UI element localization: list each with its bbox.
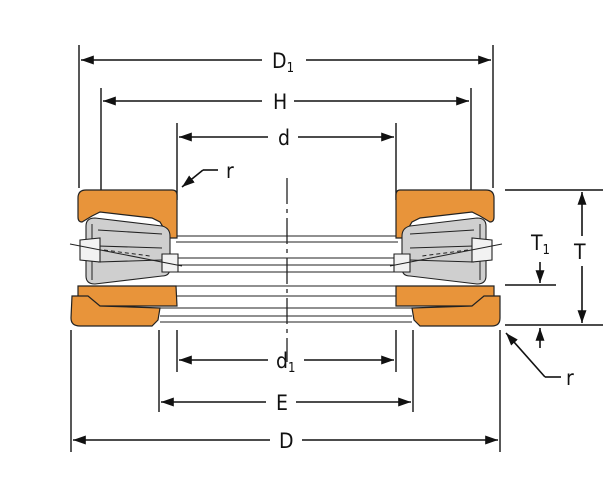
svg-text:d1: d1 (276, 349, 295, 376)
label-D1-sub: 1 (287, 61, 294, 76)
label-E: E (276, 391, 288, 415)
dimension-E: E (161, 391, 411, 415)
dimension-d1: d1 (179, 349, 394, 376)
bearing-section (69, 189, 503, 327)
left-bottom-race-lower (70, 295, 161, 327)
right-roller (389, 217, 503, 285)
label-D1: D (272, 49, 287, 73)
label-T: T (573, 240, 586, 264)
dimension-D: D (73, 429, 498, 453)
label-T1: T (530, 231, 543, 255)
label-T1-sub: 1 (543, 243, 550, 258)
label-D: D (279, 429, 294, 453)
label-d1-sub: 1 (288, 361, 295, 376)
dimension-D1: D1 (81, 49, 491, 76)
left-roller (69, 217, 183, 285)
right-top-race (395, 189, 495, 239)
extension-lines (70, 45, 603, 452)
label-H: H (273, 90, 287, 114)
dimension-T1: T1 (530, 231, 550, 348)
dimension-H: H (103, 90, 469, 114)
svg-text:T1: T1 (530, 231, 550, 258)
svg-text:D1: D1 (272, 49, 294, 76)
label-d1: d (276, 349, 288, 373)
dimension-d: d (179, 126, 394, 150)
left-top-race (77, 189, 178, 239)
label-r-top: r (226, 159, 234, 183)
label-d: d (278, 126, 290, 150)
dimension-T: T (573, 192, 587, 323)
radius-bottom: r (505, 332, 574, 390)
radius-top: r (181, 159, 234, 188)
right-bottom-race-lower (411, 295, 501, 327)
label-r-bottom: r (566, 366, 574, 390)
